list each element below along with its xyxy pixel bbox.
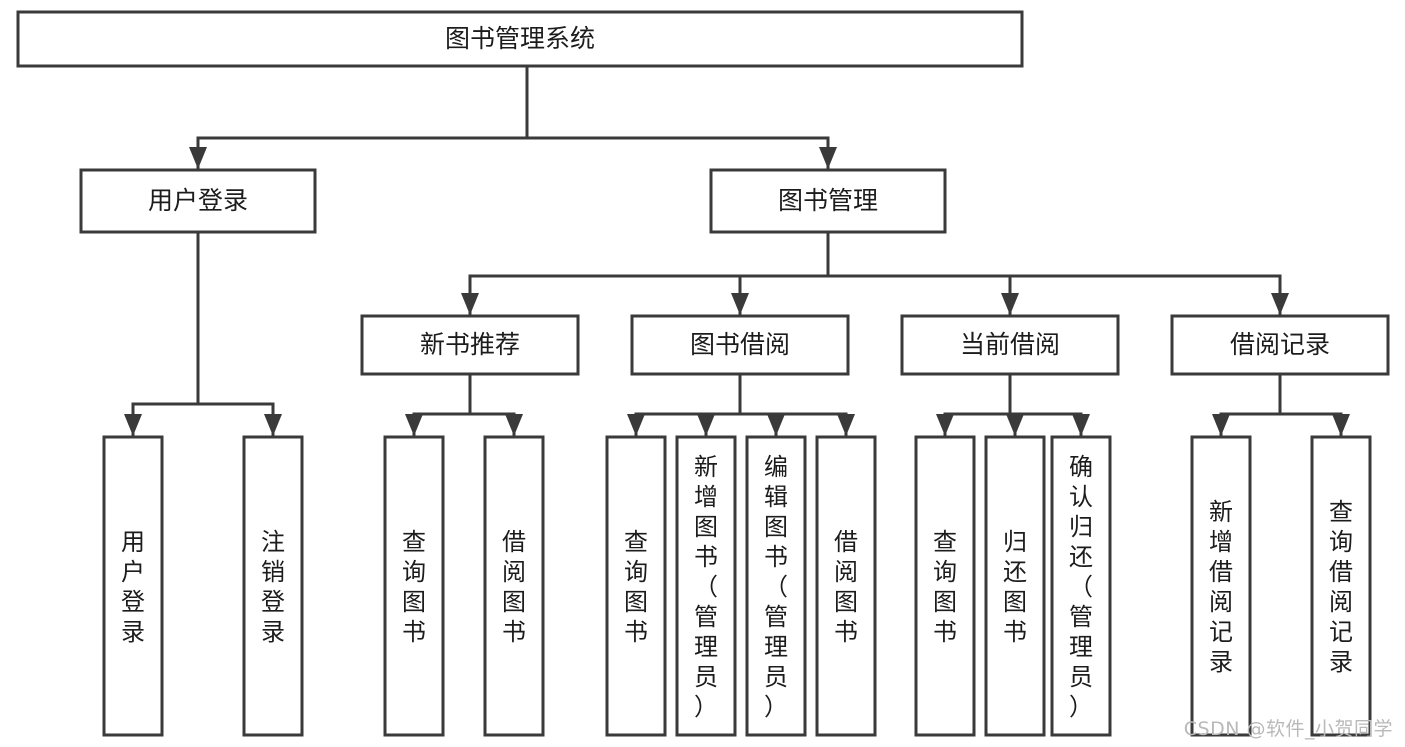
node-leaf-6-label: 编辑图书（管理员）	[764, 453, 788, 721]
node-leaf-12-label: 查询借阅记录	[1329, 498, 1353, 676]
arrow-head-icon	[264, 414, 282, 436]
node-leaf-5[interactable]: 新增图书（管理员）	[675, 435, 737, 737]
node-leaf-1-box[interactable]	[242, 435, 304, 737]
node-leaf-1[interactable]: 注销登录	[242, 435, 304, 737]
node-leaf-2[interactable]: 查询图书	[383, 435, 445, 737]
node-leaf-11[interactable]: 新增借阅记录	[1190, 435, 1252, 737]
arrow-head-icon	[505, 414, 523, 436]
node-leaf-12-box[interactable]	[1310, 435, 1372, 737]
node-leaf-9-box[interactable]	[984, 435, 1046, 737]
node-leaf-3-label: 借阅图书	[502, 528, 526, 646]
node-l3-2-label: 当前借阅	[960, 330, 1060, 359]
node-l2-1[interactable]: 图书管理	[709, 168, 947, 234]
node-leaf-4[interactable]: 查询图书	[605, 435, 667, 737]
node-leaf-0[interactable]: 用户登录	[102, 435, 164, 737]
arrow-head-icon	[936, 414, 954, 436]
node-leaf-6[interactable]: 编辑图书（管理员）	[745, 435, 807, 737]
node-leaf-0-box[interactable]	[102, 435, 164, 737]
node-leaf-12[interactable]: 查询借阅记录	[1310, 435, 1372, 737]
node-l3-3-label: 借阅记录	[1230, 330, 1330, 359]
arrow-head-icon	[697, 414, 715, 436]
node-leaf-7-label: 借阅图书	[834, 528, 858, 646]
node-leaf-1-label: 注销登录	[261, 528, 285, 646]
arrow-head-icon	[405, 414, 423, 436]
arrow-head-icon	[1001, 293, 1019, 315]
connectors-layer	[124, 64, 1350, 437]
node-l3-0[interactable]: 新书推荐	[360, 314, 580, 376]
node-leaf-8-box[interactable]	[914, 435, 976, 737]
node-l3-1-box[interactable]	[630, 314, 850, 376]
arrow-head-icon	[819, 147, 837, 169]
node-leaf-10-label: 确认归还（管理员）	[1069, 453, 1093, 721]
node-leaf-3[interactable]: 借阅图书	[483, 435, 545, 737]
node-l2-1-label: 图书管理	[778, 186, 878, 215]
node-leaf-9[interactable]: 归还图书	[984, 435, 1046, 737]
node-leaf-11-label: 新增借阅记录	[1209, 498, 1233, 676]
node-l3-0-label: 新书推荐	[420, 330, 520, 359]
nodes-layer: 图书管理系统用户登录图书管理新书推荐图书借阅当前借阅借阅记录用户登录注销登录查询…	[16, 10, 1390, 737]
node-leaf-5-label: 新增图书（管理员）	[694, 453, 718, 721]
node-l3-0-box[interactable]	[360, 314, 580, 376]
arrow-head-icon	[1332, 414, 1350, 436]
node-leaf-4-label: 查询图书	[624, 528, 648, 646]
arrow-head-icon	[1271, 293, 1289, 315]
node-l3-1[interactable]: 图书借阅	[630, 314, 850, 376]
node-leaf-10[interactable]: 确认归还（管理员）	[1050, 435, 1112, 737]
arrow-head-icon	[461, 293, 479, 315]
arrow-head-icon	[1072, 414, 1090, 436]
node-leaf-8-label: 查询图书	[933, 528, 957, 646]
node-leaf-11-box[interactable]	[1190, 435, 1252, 737]
node-l2-0[interactable]: 用户登录	[79, 168, 317, 234]
node-leaf-10-box[interactable]	[1050, 435, 1112, 737]
node-root-box[interactable]	[16, 10, 1024, 68]
node-l3-3-box[interactable]	[1170, 314, 1390, 376]
node-l2-0-label: 用户登录	[148, 186, 248, 215]
node-l3-1-label: 图书借阅	[690, 330, 790, 359]
arrow-head-icon	[1006, 414, 1024, 436]
node-leaf-4-box[interactable]	[605, 435, 667, 737]
arrow-head-icon	[1212, 414, 1230, 436]
node-l3-2-box[interactable]	[900, 314, 1120, 376]
arrow-head-icon	[627, 414, 645, 436]
node-leaf-9-label: 归还图书	[1003, 528, 1027, 646]
node-leaf-7-box[interactable]	[815, 435, 877, 737]
node-leaf-8[interactable]: 查询图书	[914, 435, 976, 737]
node-l3-2[interactable]: 当前借阅	[900, 314, 1120, 376]
node-leaf-2-label: 查询图书	[402, 528, 426, 646]
node-root-label: 图书管理系统	[445, 24, 595, 53]
arrow-head-icon	[731, 293, 749, 315]
node-l2-1-box[interactable]	[709, 168, 947, 234]
node-leaf-2-box[interactable]	[383, 435, 445, 737]
node-root[interactable]: 图书管理系统	[16, 10, 1024, 68]
node-leaf-5-box[interactable]	[675, 435, 737, 737]
node-l3-3[interactable]: 借阅记录	[1170, 314, 1390, 376]
node-leaf-6-box[interactable]	[745, 435, 807, 737]
arrow-head-icon	[189, 147, 207, 169]
arrow-head-icon	[124, 414, 142, 436]
node-leaf-3-box[interactable]	[483, 435, 545, 737]
arrow-head-icon	[837, 414, 855, 436]
arrow-head-icon	[767, 414, 785, 436]
node-leaf-7[interactable]: 借阅图书	[815, 435, 877, 737]
node-leaf-0-label: 用户登录	[121, 528, 145, 646]
node-l2-0-box[interactable]	[79, 168, 317, 234]
